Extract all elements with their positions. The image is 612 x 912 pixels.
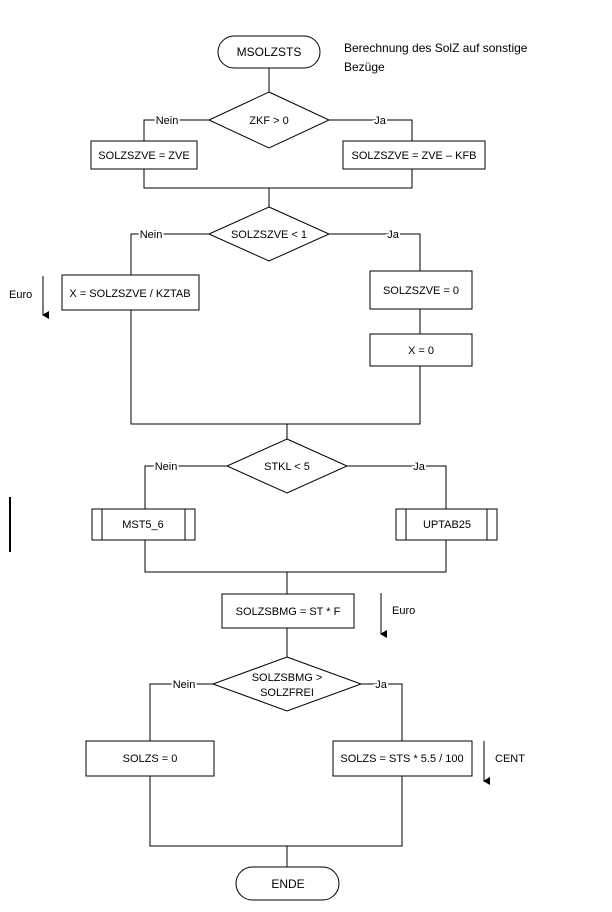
process-solzszve-kfb xyxy=(342,140,486,170)
branch-no-line xyxy=(130,233,209,275)
decision-stkl xyxy=(225,438,349,494)
end-terminal xyxy=(235,866,340,901)
process-x-zero-label: X = 0 xyxy=(408,345,434,357)
process-x-kztab-label: X = SOLZSZVE / KZTAB xyxy=(69,288,190,300)
process-solzs-sts-label: SOLZS = STS * 5.5 / 100 xyxy=(340,753,463,765)
branch-yes-label: Ja xyxy=(375,679,388,691)
branch-yes-label: Ja xyxy=(374,115,387,127)
process-solzszve-kfb-label: SOLZSZVE = ZVE – KFB xyxy=(351,150,476,162)
branch-no-label: Nein xyxy=(156,115,179,127)
process-x-kztab xyxy=(61,274,200,311)
merge-line xyxy=(149,776,403,847)
process-solzsbmg xyxy=(221,593,355,629)
process-solzszve-zve-label: SOLZSZVE = ZVE xyxy=(98,150,189,162)
process-solzsbmg-label: SOLZSBMG = ST * F xyxy=(236,606,341,618)
process-x-zero xyxy=(369,333,473,367)
branch-yes-line xyxy=(347,465,447,509)
branch-yes-line xyxy=(361,683,403,741)
branch-yes-line xyxy=(329,233,421,271)
title-line-2: Bezüge xyxy=(344,60,385,74)
decision-solzsbmg xyxy=(211,656,363,712)
decision-solzszve xyxy=(207,206,331,262)
process-solzszve-zero-label: SOLZSZVE = 0 xyxy=(383,285,459,297)
branch-yes-label: Ja xyxy=(413,461,426,473)
start-label: MSOLZSTS xyxy=(237,45,302,59)
branch-no-line xyxy=(149,683,213,741)
decision-zkf xyxy=(207,91,331,149)
branch-no-line xyxy=(144,465,227,509)
subroutine-mst5-6 xyxy=(91,508,196,541)
end-label: ENDE xyxy=(271,877,304,891)
subroutine-uptab25-label: UPTAB25 xyxy=(423,519,471,531)
branch-no-line xyxy=(143,119,209,141)
merge-line xyxy=(130,310,421,425)
process-solzszve-zero xyxy=(369,270,473,310)
merge-line xyxy=(143,169,413,189)
merge-line xyxy=(144,540,447,573)
process-solzszve-zve xyxy=(90,140,198,170)
branch-yes-label: Ja xyxy=(387,229,400,241)
unit-cent-label: CENT xyxy=(495,753,525,765)
process-solzs-zero xyxy=(85,740,215,777)
decision-stkl-label: STKL < 5 xyxy=(264,461,310,473)
decision-solzszve-label: SOLZSZVE < 1 xyxy=(231,229,307,241)
decision-solzsbmg-label-1: SOLZSBMG > xyxy=(252,672,323,684)
process-solzs-zero-label: SOLZS = 0 xyxy=(123,753,178,765)
title-line-1: Berechnung des SolZ auf sonstige xyxy=(344,41,528,55)
decision-zkf-label: ZKF > 0 xyxy=(249,115,288,127)
unit-euro-label: Euro xyxy=(9,289,32,301)
branch-no-label: Nein xyxy=(173,679,196,691)
unit-euro-label: Euro xyxy=(392,605,415,617)
decision-solzsbmg-label-2: SOLZFREI xyxy=(260,687,314,699)
branch-yes-line xyxy=(329,119,413,141)
branch-no-label: Nein xyxy=(140,229,163,241)
subroutine-mst5-6-label: MST5_6 xyxy=(122,519,164,531)
branch-no-label: Nein xyxy=(155,461,178,473)
